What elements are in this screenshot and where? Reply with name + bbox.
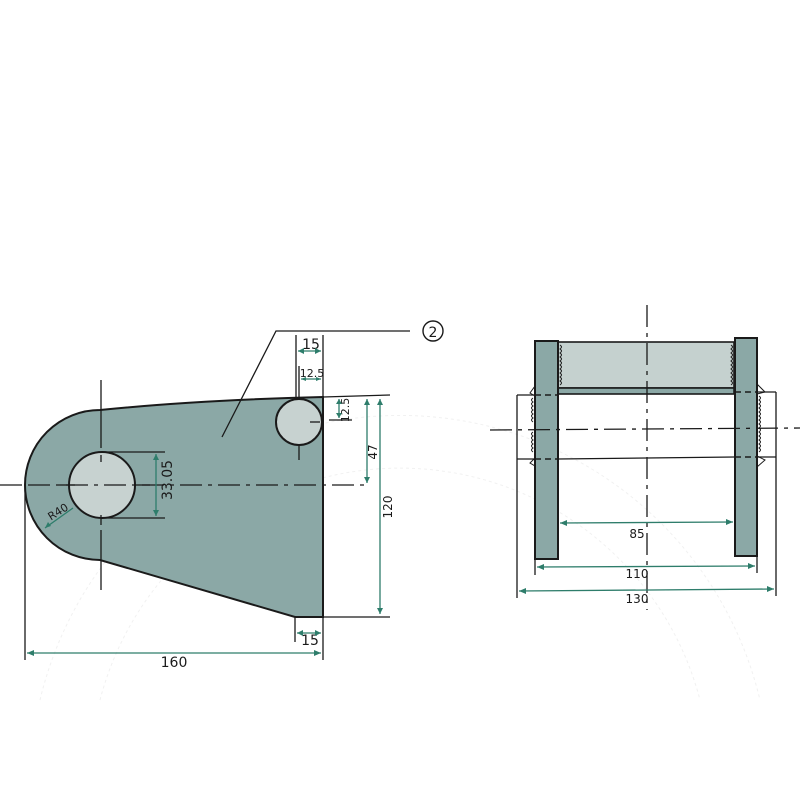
right-plate	[734, 337, 758, 557]
dim-130: 130	[626, 592, 649, 606]
dim-hole-offset-12-5: 12.5	[300, 367, 325, 380]
dim-33-05: 33.05	[160, 460, 176, 500]
front-view: 2 15 12.5 12.5 47 120 33.05 R40	[0, 320, 444, 671]
dim-160: 160	[161, 655, 188, 671]
dimension-arrowheads	[27, 348, 774, 656]
item-marker: 2	[429, 325, 438, 341]
watermark	[39, 414, 761, 701]
dim-hole-from-top-12-5: 12.5	[339, 398, 352, 423]
dim-47: 47	[366, 444, 380, 459]
dim-85: 85	[629, 527, 644, 541]
weld-marks	[529, 344, 766, 468]
left-plate	[534, 340, 559, 560]
dim-110: 110	[626, 567, 649, 581]
dim-120: 120	[381, 496, 395, 519]
dim-bottom-15: 15	[301, 633, 319, 649]
tube	[556, 341, 735, 389]
side-view: 85 110 130	[489, 305, 800, 610]
